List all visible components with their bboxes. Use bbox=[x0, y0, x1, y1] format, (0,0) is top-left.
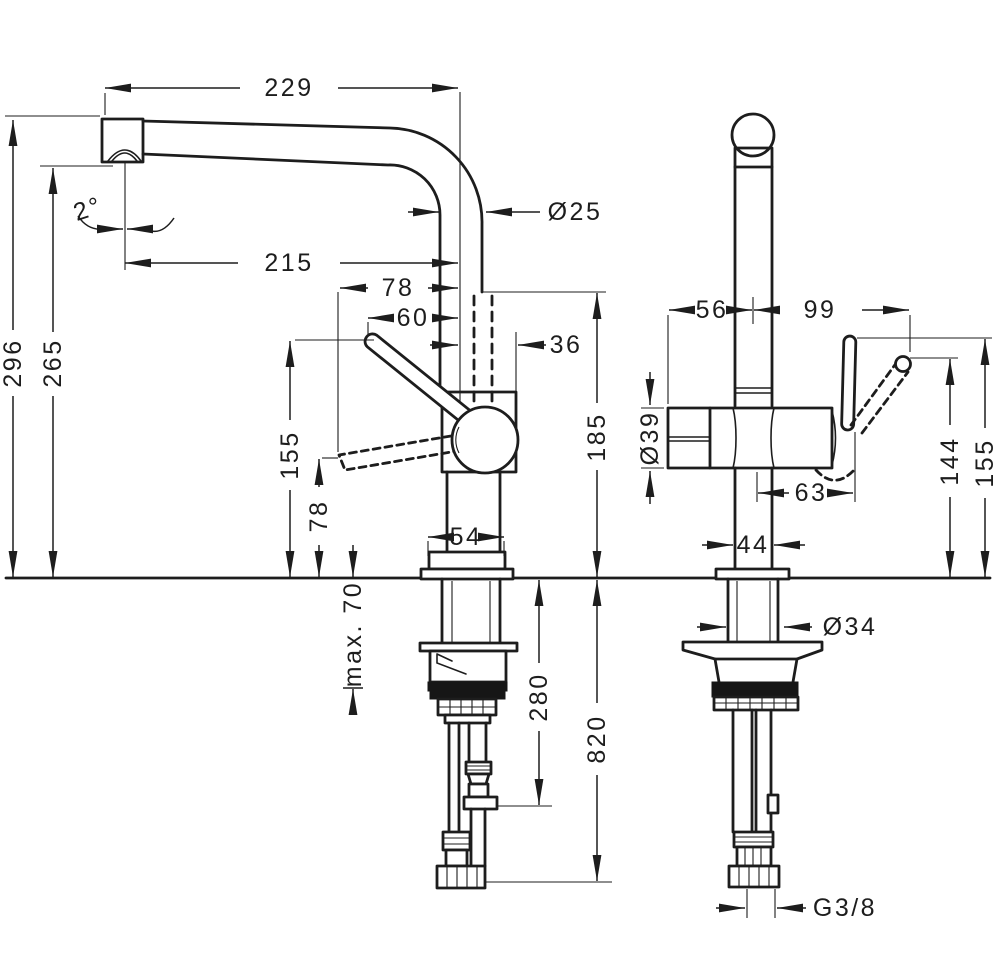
dim-handle-offset-a: 78 bbox=[382, 274, 415, 302]
front-base-upper bbox=[427, 550, 507, 571]
side-valve-body bbox=[666, 406, 834, 470]
aerator-icon bbox=[107, 149, 142, 162]
spout-arm-outer bbox=[141, 119, 484, 294]
handle-lever-front bbox=[363, 332, 472, 424]
swivel-pipe-dashed bbox=[472, 294, 494, 406]
handle-tilted-dashed bbox=[849, 360, 910, 435]
dim-front-offset: 56 bbox=[696, 296, 729, 324]
dim-spout-height: 265 bbox=[39, 338, 67, 387]
front-view-dimensions: 229 215 78 60 Ø25 36 2° 296 bbox=[0, 74, 612, 883]
spout-arm-inner bbox=[141, 152, 442, 394]
dim-hose-length: 820 bbox=[583, 714, 611, 763]
dim-handle-up-height: 155 bbox=[971, 438, 999, 487]
dim-spout-angle: 2° bbox=[70, 191, 106, 227]
side-underdeck-assembly bbox=[681, 577, 824, 889]
dim-pipe-section-height: 185 bbox=[583, 412, 611, 461]
dim-body-diameter: Ø39 bbox=[636, 411, 664, 466]
handle-pivot-joint bbox=[450, 405, 520, 475]
dim-shank-diameter: Ø34 bbox=[823, 613, 878, 641]
handle-knob bbox=[894, 355, 912, 373]
handle-lever-side-up bbox=[840, 334, 858, 432]
side-spout-circle bbox=[730, 112, 776, 158]
front-view-faucet bbox=[100, 92, 520, 890]
dim-total-height: 296 bbox=[0, 338, 27, 387]
dim-body-width: 44 bbox=[737, 531, 770, 559]
side-base-plate bbox=[714, 567, 791, 581]
dim-aerator-reach: 215 bbox=[264, 249, 313, 277]
dim-handle-top-height: 155 bbox=[276, 430, 304, 479]
dim-handle-offset: 63 bbox=[795, 479, 828, 507]
dim-max-deck-thickness: max. 70 bbox=[339, 581, 367, 687]
dim-handle-reach: 99 bbox=[804, 296, 837, 324]
dim-spout-reach: 229 bbox=[264, 74, 313, 102]
side-column bbox=[733, 165, 774, 408]
handle-down-dashed bbox=[337, 434, 459, 472]
front-base-plate bbox=[419, 567, 515, 581]
side-view-dimensions: 56 99 Ø39 63 44 144 155 Ø34 bbox=[636, 296, 999, 922]
dim-spout-diameter: Ø25 bbox=[548, 198, 603, 226]
dim-handle-offset-b: 60 bbox=[397, 304, 430, 332]
dim-angle-group: 2° bbox=[70, 191, 175, 234]
side-view-faucet bbox=[666, 112, 912, 889]
dim-base-width: 54 bbox=[450, 523, 483, 551]
dim-pipe-offset: 36 bbox=[550, 331, 583, 359]
front-underdeck-assembly bbox=[418, 577, 519, 890]
dim-handle-tilted-height: 144 bbox=[936, 436, 964, 485]
dim-connection-height: 280 bbox=[525, 672, 553, 721]
dim-connection-thread: G3/8 bbox=[813, 894, 877, 922]
handle-swing-arc bbox=[814, 467, 857, 482]
dim-handle-down-height: 78 bbox=[305, 500, 333, 533]
